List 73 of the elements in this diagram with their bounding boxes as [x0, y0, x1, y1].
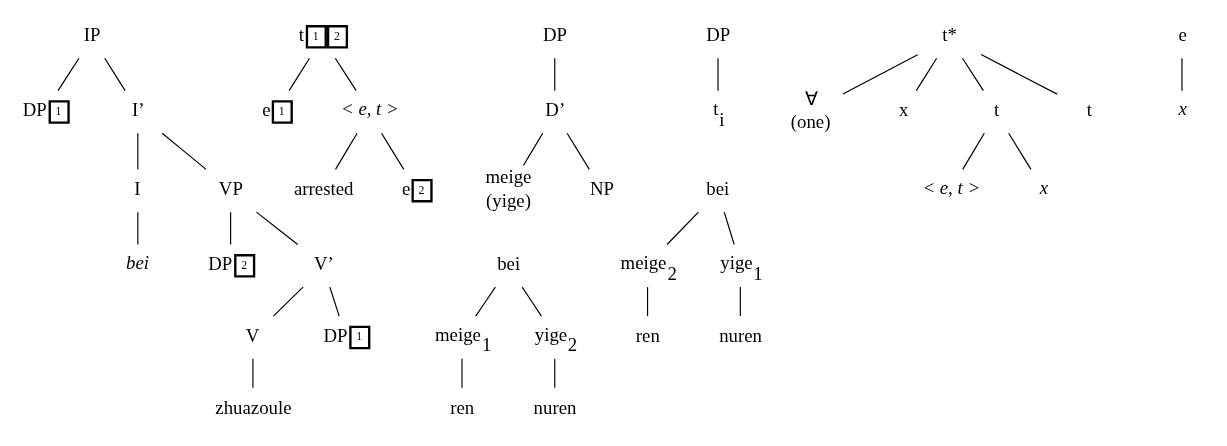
node-box: 1	[48, 100, 70, 124]
node-text: arrested	[294, 178, 354, 200]
node-label: (one)	[790, 111, 831, 133]
node-label: e	[262, 99, 271, 121]
connector	[329, 286, 340, 317]
connector	[980, 53, 1058, 95]
connector	[566, 132, 590, 170]
node-text: x	[1039, 176, 1049, 198]
connector	[554, 57, 556, 92]
connector	[961, 57, 984, 92]
node-label: t	[298, 24, 304, 46]
connector	[334, 132, 358, 170]
node-text: meige	[485, 166, 532, 188]
connector	[272, 286, 304, 317]
node-text: ren	[635, 324, 660, 346]
node-box: 2	[411, 178, 433, 203]
node-box: 1	[349, 325, 371, 350]
node-text: VP	[218, 178, 243, 200]
connector	[521, 286, 542, 317]
connector	[723, 211, 735, 246]
node-label: e	[402, 178, 411, 200]
node-text: e	[1178, 24, 1187, 46]
connector	[137, 211, 139, 246]
node-text: t	[994, 99, 1000, 121]
node-text: I’	[131, 99, 145, 121]
node-text: I	[134, 178, 141, 200]
node-box: 1	[271, 100, 293, 124]
node-label: DP	[208, 253, 233, 275]
node-text: V’	[314, 253, 334, 275]
connector	[666, 211, 699, 246]
node-text: bei	[706, 178, 730, 200]
node-text: t	[1086, 99, 1093, 121]
node-text: t*	[942, 24, 957, 46]
connector	[646, 286, 649, 317]
node-text: V	[245, 324, 260, 346]
connector	[475, 286, 496, 317]
node-text: zhuazoule	[215, 396, 292, 418]
connector	[255, 211, 299, 246]
connector	[104, 57, 126, 92]
node-text: ∀	[804, 87, 818, 109]
connector	[288, 57, 311, 92]
connector	[915, 57, 938, 92]
node-box: 2	[234, 254, 256, 278]
connector	[334, 57, 357, 92]
node-label: DP	[323, 324, 348, 346]
connector	[522, 132, 544, 167]
connector	[554, 358, 556, 389]
connector	[57, 57, 80, 92]
node-text: < e, t >	[922, 176, 981, 198]
node-label: DP	[22, 99, 47, 121]
node-text: DP	[706, 24, 731, 46]
node-text: bei	[126, 252, 150, 274]
node-text: bei	[497, 253, 521, 275]
node-text: nuren	[533, 396, 577, 418]
connector	[1008, 132, 1032, 170]
connector	[380, 132, 405, 170]
connector	[252, 358, 254, 389]
connector	[161, 132, 207, 170]
node-label: (yige)	[486, 189, 531, 211]
connector	[230, 211, 232, 246]
connector	[842, 54, 919, 95]
node-text: < e, t >	[341, 98, 399, 120]
node-text: NP	[590, 178, 615, 200]
node-text: nuren	[719, 324, 762, 346]
connector	[739, 286, 741, 317]
node-text: ren	[450, 396, 475, 418]
node-text: x	[898, 99, 909, 121]
connector	[962, 132, 985, 170]
node-text: D’	[545, 99, 566, 121]
connector	[137, 132, 139, 170]
node-text: IP	[83, 24, 101, 46]
node-text: DP	[543, 24, 568, 46]
node-text: x	[1178, 98, 1187, 120]
